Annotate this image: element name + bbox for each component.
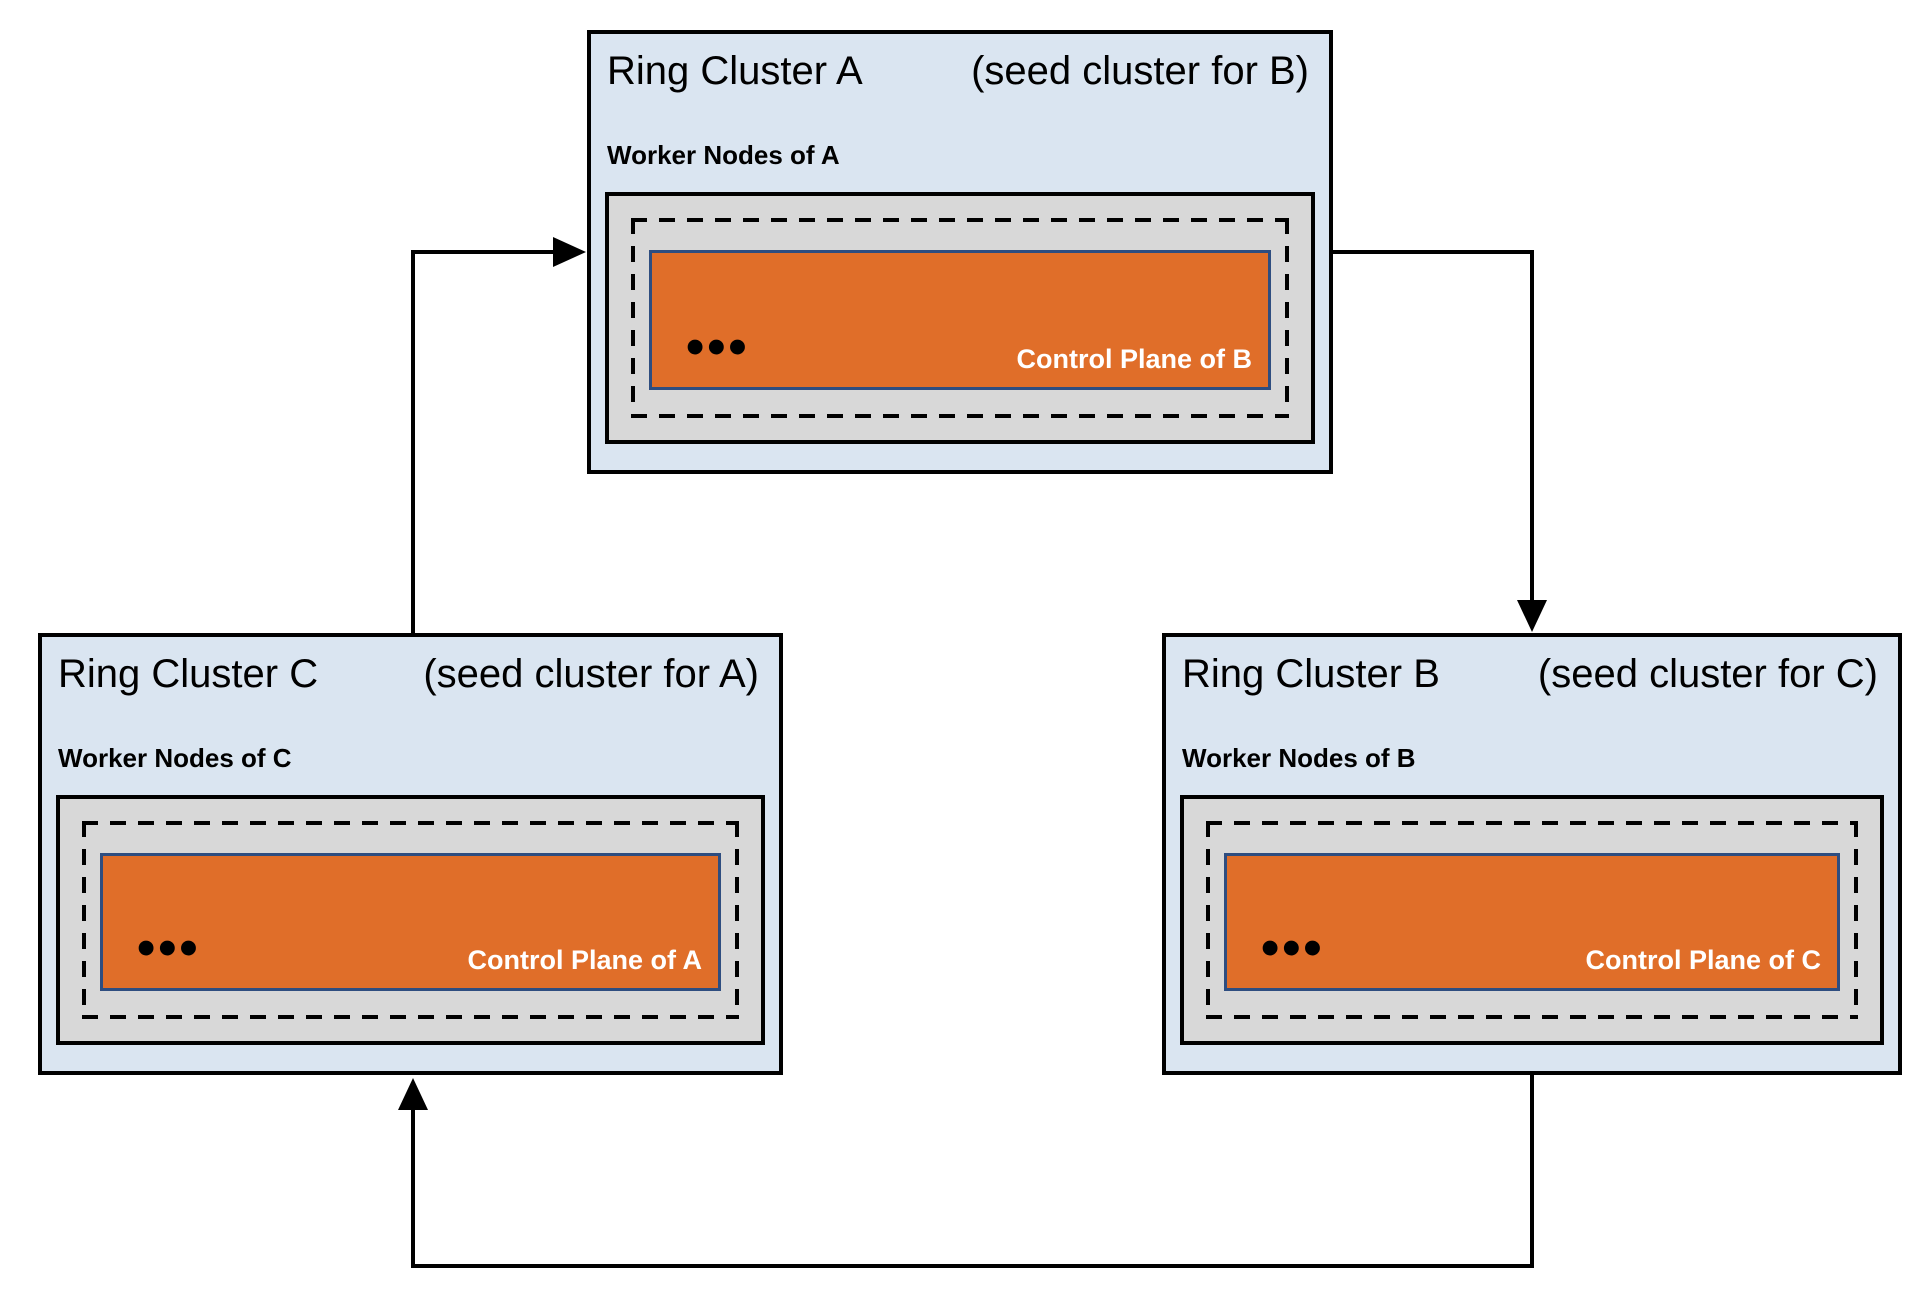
dashed-border-left (1206, 821, 1210, 1019)
worker-nodes-label: Worker Nodes of C (58, 743, 292, 773)
arrow-c-to-a (411, 237, 586, 633)
dashed-border-bottom (631, 414, 1289, 418)
cluster-title-row: Ring Cluster A (seed cluster for B) (591, 34, 1329, 94)
cluster-title-row: Ring Cluster C (seed cluster for A) (42, 637, 779, 697)
cluster-name: Ring Cluster A (607, 49, 863, 93)
cluster-seed-note: (seed cluster for B) (971, 49, 1309, 93)
arrow-b-to-c (398, 1075, 1534, 1268)
cluster-seed-note: (seed cluster for A) (423, 652, 759, 696)
cluster-seed-note: (seed cluster for C) (1537, 652, 1878, 696)
control-plane-label: Control Plane of A (467, 945, 703, 975)
worker-nodes-box: ••• Control Plane of C (1180, 795, 1884, 1045)
ellipsis-dots: ••• (137, 919, 201, 977)
cluster-box-ring-cluster-c: Ring Cluster C (seed cluster for A) Work… (38, 633, 783, 1075)
dashed-border-left (631, 218, 635, 418)
dashed-border-bottom (1206, 1015, 1858, 1019)
worker-nodes-box: ••• Control Plane of B (605, 192, 1315, 444)
ellipsis-dots: ••• (686, 318, 750, 376)
control-plane-box: ••• Control Plane of A (100, 853, 721, 991)
dashed-border-top (1206, 821, 1858, 825)
cluster-name: Ring Cluster B (1182, 652, 1440, 696)
control-plane-box: ••• Control Plane of C (1224, 853, 1840, 991)
worker-nodes-box: ••• Control Plane of A (56, 795, 765, 1045)
worker-nodes-label: Worker Nodes of B (1182, 743, 1416, 773)
control-plane-label: Control Plane of B (1016, 344, 1253, 374)
control-plane-box: ••• Control Plane of B (649, 250, 1271, 390)
dashed-border-right (1285, 218, 1289, 418)
dashed-border-right (735, 821, 739, 1019)
cluster-box-ring-cluster-a: Ring Cluster A (seed cluster for B) Work… (587, 30, 1333, 474)
arrow-a-to-b (1333, 250, 1547, 632)
cluster-title-row: Ring Cluster B (seed cluster for C) (1166, 637, 1898, 697)
dashed-border-top (82, 821, 739, 825)
dashed-border-left (82, 821, 86, 1019)
dashed-border-top (631, 218, 1289, 222)
dashed-border-right (1854, 821, 1858, 1019)
cluster-box-ring-cluster-b: Ring Cluster B (seed cluster for C) Work… (1162, 633, 1902, 1075)
ellipsis-dots: ••• (1261, 919, 1325, 977)
worker-nodes-label: Worker Nodes of A (607, 140, 840, 170)
dashed-border-bottom (82, 1015, 739, 1019)
cluster-name: Ring Cluster C (58, 652, 319, 696)
control-plane-label: Control Plane of C (1585, 945, 1822, 975)
